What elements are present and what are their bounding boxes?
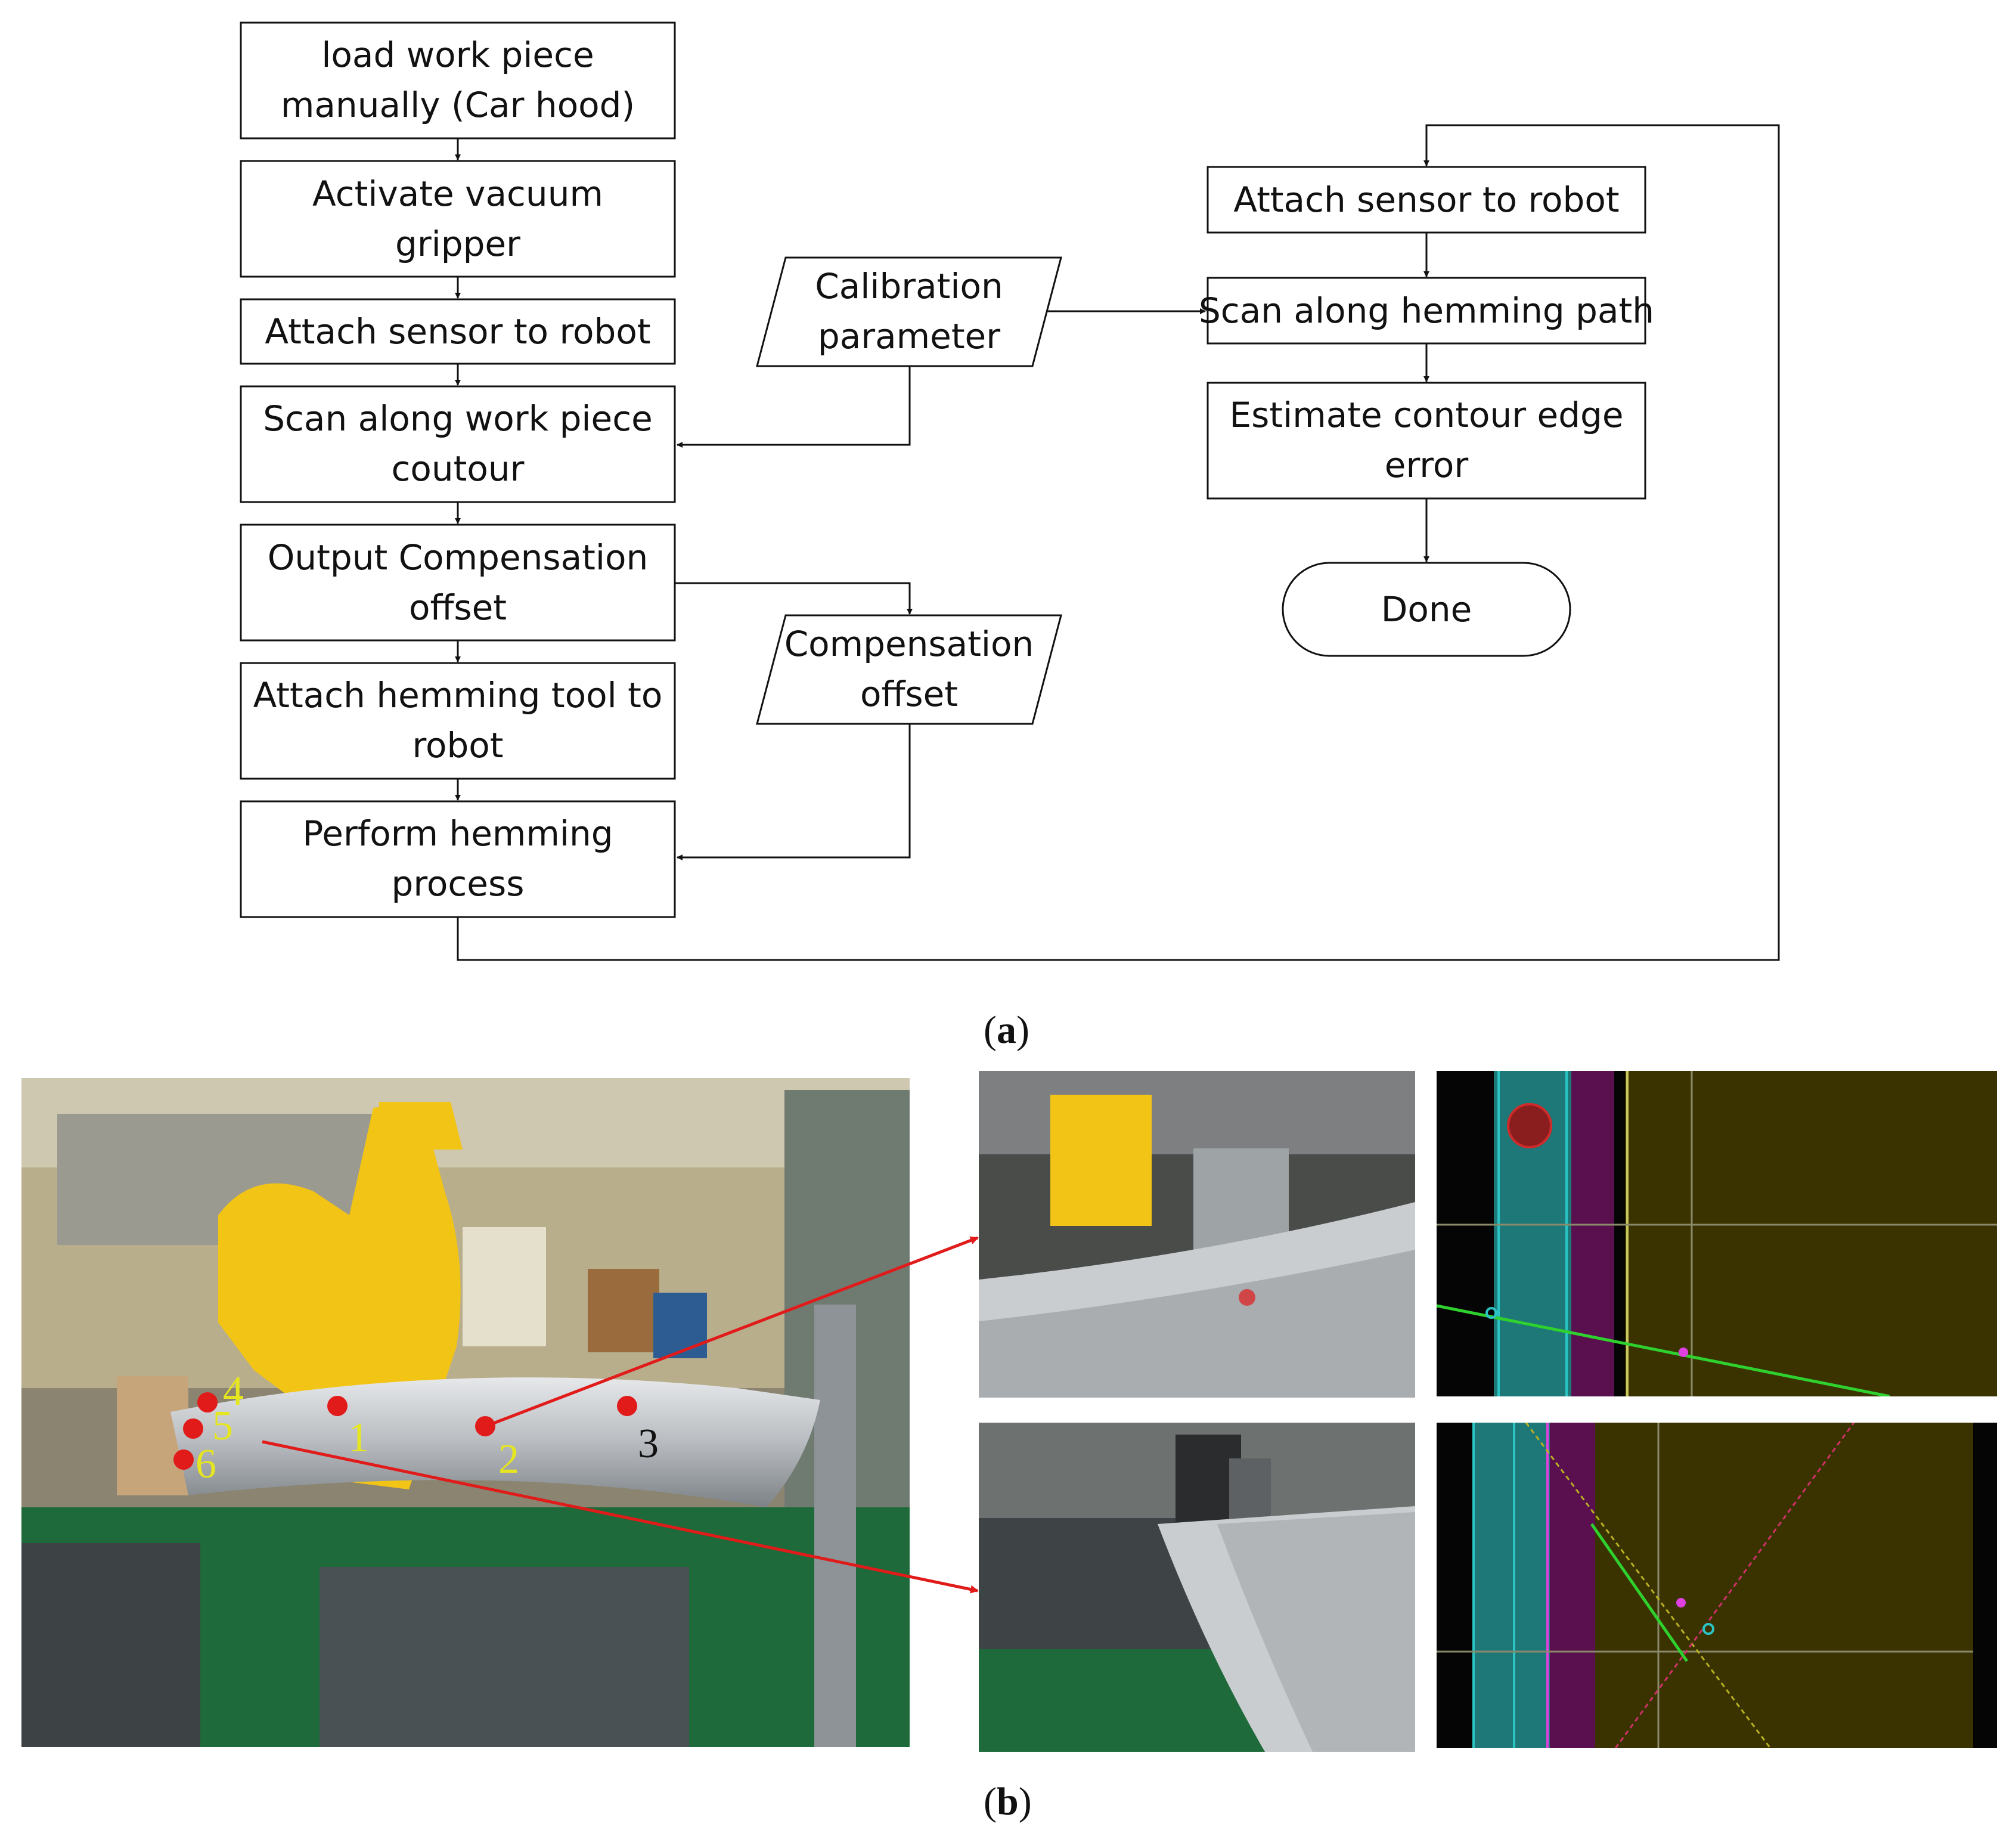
box-perform-hemming: Perform hemming process <box>240 800 676 918</box>
caption-letter: b <box>996 1780 1019 1823</box>
sensor-photo-top <box>979 1071 1415 1398</box>
box-scan-hemming-path: Scan along hemming path <box>1199 277 1654 345</box>
caption-paren: ( <box>984 1780 997 1823</box>
box-text: coutour <box>392 448 525 489</box>
box-text: Attach sensor to robot <box>265 311 650 352</box>
box-text: Output Compensation <box>268 537 649 578</box>
caption-letter: a <box>996 1008 1016 1052</box>
input-calibration-parameter: Calibration parameter <box>756 256 1062 367</box>
input-connectors <box>675 308 1206 860</box>
arrow-point-2-to-top <box>488 1236 979 1427</box>
box-text: process <box>392 863 525 904</box>
box-attach-hemming-tool: Attach hemming tool to robot <box>240 662 676 780</box>
input-compensation-offset: Compensation offset <box>756 614 1062 725</box>
point-marker-4 <box>197 1392 218 1413</box>
caption-paren: ) <box>1018 1780 1032 1823</box>
photo-markers: 1 2 3 4 5 6 <box>173 1368 659 1487</box>
terminal-done: Done <box>1282 562 1571 657</box>
point-label-2: 2 <box>498 1436 519 1482</box>
point-label-1: 1 <box>348 1415 369 1461</box>
box-output-compensation: Output Compensation offset <box>240 524 676 642</box>
arrow-point-5-to-bottom <box>262 1440 979 1594</box>
caption-paren: ( <box>984 1008 997 1052</box>
right-column-arrows <box>457 124 1780 961</box>
box-text: parameter <box>818 316 1000 357</box>
point-marker-1 <box>327 1396 348 1416</box>
box-text: Attach sensor to robot <box>1233 179 1619 220</box>
sensor-view-bottom <box>1437 1423 1997 1748</box>
sensor-view-top <box>1437 1071 1997 1396</box>
point-label-4: 4 <box>223 1368 244 1414</box>
box-text: Calibration <box>815 266 1003 306</box>
box-text: error <box>1385 445 1469 485</box>
box-text: offset <box>860 674 958 714</box>
box-text: offset <box>409 587 507 628</box>
box-activate-vacuum: Activate vacuum gripper <box>240 160 676 278</box>
box-text: robot <box>412 725 503 766</box>
box-load-work-piece: load work piece manually (Car hood) <box>240 21 676 140</box>
point-marker-6 <box>173 1449 194 1470</box>
point-marker-5 <box>183 1418 203 1439</box>
box-text: Perform hemming <box>302 813 613 854</box>
box-text: manually (Car hood) <box>281 85 635 125</box>
box-attach-sensor-left: Attach sensor to robot <box>240 298 676 365</box>
point-label-6: 6 <box>196 1441 216 1487</box>
box-text: Estimate contour edge <box>1229 395 1623 435</box>
caption-b: (b) <box>984 1779 1032 1825</box>
point-marker-2 <box>475 1416 495 1436</box>
box-text: Scan along hemming path <box>1199 290 1654 331</box>
caption-paren: ) <box>1016 1008 1029 1052</box>
point-label-3: 3 <box>638 1421 659 1467</box>
point-marker-3 <box>617 1396 637 1416</box>
flowchart: load work piece manually (Car hood) Acti… <box>240 21 1780 961</box>
robot-photo: 1 2 3 4 5 6 <box>21 1078 910 1747</box>
box-text: Activate vacuum <box>312 174 603 214</box>
box-text: Attach hemming tool to <box>253 675 663 715</box>
caption-a: (a) <box>984 1008 1029 1053</box>
box-scan-work-piece: Scan along work piece coutour <box>240 385 676 503</box>
box-attach-sensor-right: Attach sensor to robot <box>1207 166 1646 234</box>
box-text: gripper <box>395 224 520 264</box>
box-text: Scan along work piece <box>263 398 653 439</box>
point-label-5: 5 <box>212 1403 233 1449</box>
box-text: Compensation <box>784 624 1034 664</box>
box-text: Done <box>1381 589 1472 630</box>
box-estimate-contour: Estimate contour edge error <box>1207 382 1646 500</box>
box-text: load work piece <box>321 35 594 75</box>
sensor-photo-bottom <box>979 1423 1415 1752</box>
